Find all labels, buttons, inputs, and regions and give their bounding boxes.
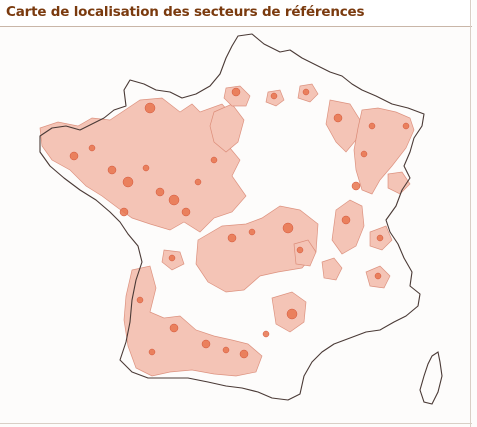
spot <box>376 234 384 242</box>
spot <box>239 349 249 359</box>
reference-sector-zones <box>39 83 415 377</box>
spot <box>69 151 79 161</box>
zone-alsace <box>353 107 415 195</box>
frame-edge-bottom <box>0 423 472 424</box>
spot <box>201 339 211 349</box>
reference-sector-spots <box>69 87 410 359</box>
spot <box>368 122 376 130</box>
zone-jura-alpes <box>331 199 365 255</box>
spot <box>270 92 278 100</box>
spot <box>181 207 191 217</box>
spot <box>88 144 96 152</box>
spot <box>248 228 256 236</box>
title-bar: Carte de localisation des secteurs de ré… <box>0 0 472 27</box>
spot <box>107 165 117 175</box>
spot <box>155 187 165 197</box>
spot <box>136 296 144 304</box>
spot <box>333 113 343 123</box>
spot <box>119 207 129 217</box>
zone-rhone-1 <box>293 239 317 267</box>
zone-bretagne-loire <box>39 97 247 233</box>
spot <box>296 246 304 254</box>
france-outline <box>39 33 425 401</box>
zone-franche-comte <box>387 171 411 195</box>
spot <box>168 194 180 206</box>
zone-rhone-2 <box>321 257 343 281</box>
spot <box>169 323 179 333</box>
spot <box>302 88 310 96</box>
spot <box>351 181 361 191</box>
corsica-outline <box>419 351 443 405</box>
frame-edge-right <box>470 0 471 427</box>
spot <box>286 308 298 320</box>
zone-normandie-est <box>209 103 245 153</box>
spot <box>222 346 230 354</box>
spot <box>122 176 134 188</box>
spot <box>168 254 176 262</box>
spot <box>144 102 156 114</box>
spot <box>194 178 202 186</box>
map-title: Carte de localisation des secteurs de ré… <box>6 4 365 20</box>
spot <box>341 215 351 225</box>
spot <box>262 330 270 338</box>
spot <box>402 122 410 130</box>
spot <box>227 233 237 243</box>
spot <box>148 348 156 356</box>
france-map <box>39 33 443 405</box>
spot <box>282 222 294 234</box>
spot <box>231 87 241 97</box>
spot <box>210 156 218 164</box>
zone-lorraine <box>325 99 361 153</box>
spot <box>142 164 150 172</box>
spot <box>374 272 382 280</box>
spot <box>360 150 368 158</box>
